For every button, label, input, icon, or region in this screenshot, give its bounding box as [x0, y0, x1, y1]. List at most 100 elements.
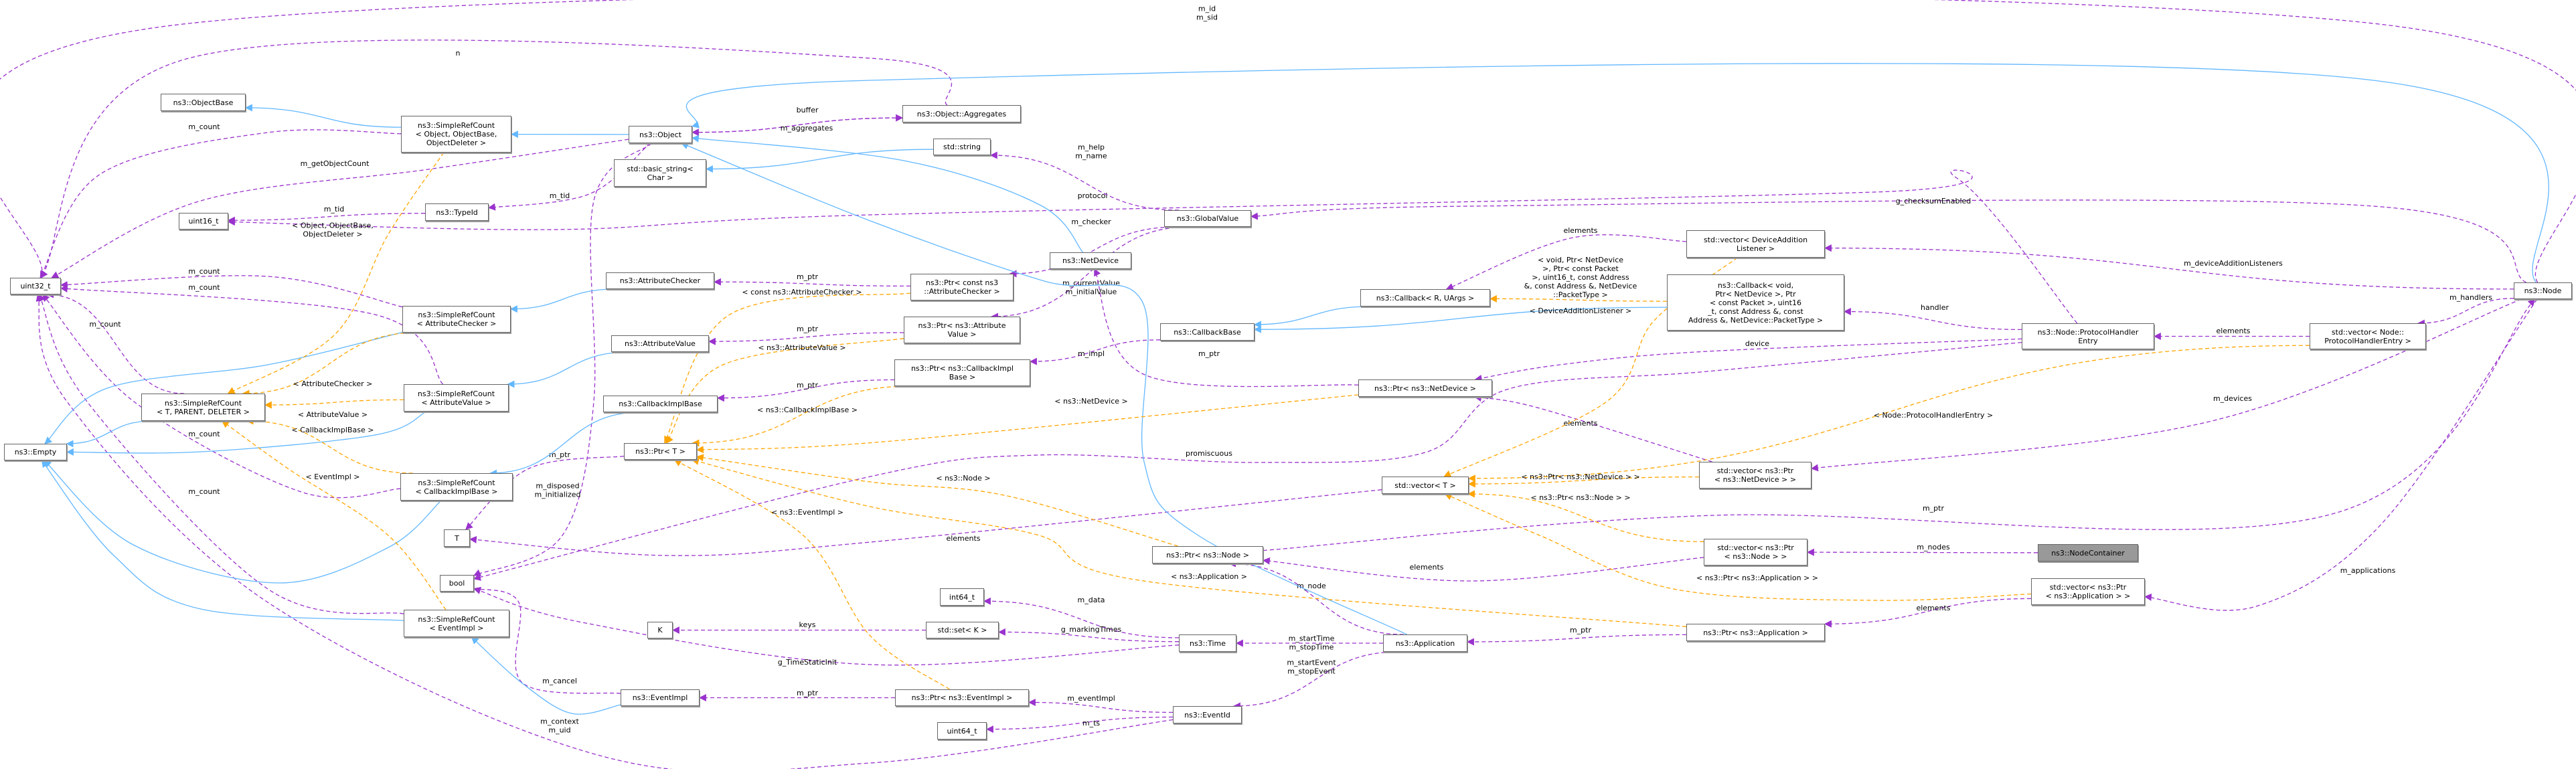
edge-usage-application-to-ptrNode: [1228, 560, 1404, 635]
edge-usage-srcEI-to-uint32: [38, 293, 404, 614]
edge-template-vecPApp-to-vecT: [1444, 493, 2032, 601]
class-node-K[interactable]: K: [647, 622, 673, 638]
edge-inheritance-srcObject-to-objectbase: [244, 104, 402, 128]
class-node-ptrND[interactable]: ns3::Ptr< ns3::NetDevice >: [1358, 379, 1492, 397]
edge-label: m_ptr: [1570, 626, 1592, 634]
edge-label: < CallbackImplBase >: [292, 426, 374, 434]
edge-label: m_count: [188, 283, 220, 292]
edge-template-callbackVoid-to-callbackR: [1489, 294, 1668, 303]
edge-label: m_ptr: [549, 450, 571, 459]
class-node-srcTPD[interactable]: ns3::SimpleRefCount < T, PARENT, DELETER…: [141, 394, 265, 421]
edge-label: < ns3::CallbackImplBase >: [757, 406, 858, 414]
class-node-vecPHE[interactable]: std::vector< Node:: ProtocolHandlerEntry…: [2310, 323, 2426, 349]
class-node-callbackR[interactable]: ns3::Callback< R, UArgs >: [1360, 289, 1490, 307]
class-node-empty[interactable]: ns3::Empty: [4, 444, 67, 460]
class-node-attrvalue[interactable]: ns3::AttributeValue: [611, 335, 709, 352]
edge-label: m_ptr: [797, 325, 819, 333]
class-node-ptrT[interactable]: ns3::Ptr< T >: [624, 443, 697, 460]
class-node-vecDAL[interactable]: std::vector< DeviceAddition Listener >: [1686, 230, 1825, 258]
edge-label: m_applications: [2340, 566, 2396, 575]
class-node-time[interactable]: ns3::Time: [1179, 634, 1236, 652]
class-node-ptrAV[interactable]: ns3::Ptr< ns3::Attribute Value >: [904, 317, 1020, 343]
edge-label: < AttributeChecker >: [293, 379, 373, 388]
edge-usage-node-to-vecPHE: [2417, 298, 2514, 327]
edge-usage-application-to-eventid: [1232, 651, 1399, 710]
class-node-srcAC[interactable]: ns3::SimpleRefCount < AttributeChecker >: [402, 306, 511, 333]
class-node-uint16[interactable]: uint16_t: [179, 213, 228, 230]
class-node-setK[interactable]: std::set< K >: [926, 622, 999, 638]
edge-inheritance-string-to-basicstring: [705, 149, 934, 173]
class-node-string[interactable]: std::string: [933, 139, 991, 155]
class-node-vecPND[interactable]: std::vector< ns3::Ptr < ns3::NetDevice >…: [1699, 462, 1812, 489]
edge-inheritance-node-to-object: [686, 63, 2549, 283]
class-node-globalvalue[interactable]: ns3::GlobalValue: [1164, 210, 1251, 227]
edge-template-ptrAC-to-ptrT: [664, 292, 911, 444]
class-node-callbackVoid[interactable]: ns3::Callback< void, Ptr< NetDevice >, P…: [1667, 274, 1844, 331]
edge-label: < void, Ptr< NetDevice>, Ptr< const Pack…: [1524, 256, 1637, 299]
class-node-srcEI[interactable]: ns3::SimpleRefCount < EventImpl >: [404, 610, 509, 637]
edge-usage-time-to-int64: [983, 597, 1180, 638]
edge-label: elements: [946, 534, 980, 543]
edge-label: m_count: [188, 430, 220, 438]
class-node-uint64[interactable]: uint64_t: [937, 722, 987, 740]
edge-label: < EventImpl >: [306, 473, 360, 481]
class-node-node[interactable]: ns3::Node: [2514, 282, 2572, 299]
class-node-uint32[interactable]: uint32_t: [10, 278, 61, 294]
edge-usage-object-to-aggregates: [692, 114, 904, 133]
class-node-aggregates[interactable]: ns3::Object::Aggregates: [902, 105, 1021, 122]
class-node-ptrAC[interactable]: ns3::Ptr< const ns3 ::AttributeChecker >: [910, 274, 1014, 301]
class-node-cib[interactable]: ns3::CallbackImplBase: [603, 396, 718, 412]
class-node-srcCIB[interactable]: ns3::SimpleRefCount < CallbackImplBase >: [400, 473, 513, 501]
edge-label: keys: [799, 620, 816, 629]
edge-usage-callbackbase-to-ptrCIB: [1029, 339, 1161, 365]
edge-usage-ptrAV-to-attrvalue: [708, 332, 904, 345]
edge-template-ptrCIB-to-ptrT: [692, 386, 911, 447]
class-node-application[interactable]: ns3::Application: [1383, 634, 1467, 652]
class-node-srcObject[interactable]: ns3::SimpleRefCount < Object, ObjectBase…: [401, 116, 511, 153]
edge-label: m_ptr: [1198, 349, 1220, 358]
class-node-ptrNode[interactable]: ns3::Ptr< ns3::Node >: [1152, 546, 1263, 564]
class-node-T[interactable]: T: [444, 529, 470, 547]
class-node-eventid[interactable]: ns3::EventId: [1173, 706, 1242, 723]
edge-usage-srcObject-to-uint32: [39, 129, 402, 278]
class-node-ptrCIB[interactable]: ns3::Ptr< ns3::CallbackImpl Base >: [894, 359, 1030, 386]
edge-usage-eventid-to-ptrEI: [1028, 698, 1174, 713]
class-node-object[interactable]: ns3::Object: [629, 126, 692, 143]
class-node-bool[interactable]: bool: [440, 575, 474, 592]
class-node-vecPNode[interactable]: std::vector< ns3::Ptr < ns3::Node > >: [1704, 539, 1807, 566]
class-node-phe[interactable]: ns3::Node::ProtocolHandler Entry: [2022, 323, 2154, 349]
class-node-netdevice[interactable]: ns3::NetDevice: [1050, 252, 1131, 269]
class-node-srcAV[interactable]: ns3::SimpleRefCount < AttributeValue >: [404, 384, 509, 412]
edge-usage-node-to-globalvalue: [1250, 199, 2526, 283]
class-node-callbackbase[interactable]: ns3::CallbackBase: [1160, 323, 1255, 341]
edge-label: m_nodes: [1917, 543, 1950, 551]
edge-label: < const ns3::AttributeChecker >: [742, 288, 862, 296]
class-node-vecPApp[interactable]: std::vector< ns3::Ptr < ns3::Application…: [2031, 578, 2145, 605]
edge-label: m_aggregates: [781, 124, 833, 133]
edge-label: handler: [1921, 303, 1949, 312]
class-node-typeid[interactable]: ns3::TypeId: [425, 203, 489, 221]
edge-usage-node-to-vecDAL: [1824, 244, 2514, 290]
class-node-int64[interactable]: int64_t: [940, 588, 984, 606]
edge-label: < ns3::Node >: [936, 474, 990, 483]
edge-inheritance-srcAV-to-empty: [66, 411, 426, 456]
edge-usage-phe-to-bool: [473, 341, 2022, 581]
class-node-vecT[interactable]: std::vector< T >: [1382, 477, 1469, 494]
class-node-nodecontainer[interactable]: ns3::NodeContainer: [2038, 544, 2138, 562]
edge-label: < ns3::NetDevice >: [1054, 397, 1127, 406]
edge-inheritance-srcTPD-to-empty: [66, 420, 152, 448]
edge-label: g_markingTimes: [1061, 625, 1122, 634]
class-node-basicstring[interactable]: std::basic_string< Char >: [614, 159, 706, 187]
class-node-eventimpl[interactable]: ns3::EventImpl: [621, 689, 700, 706]
edge-template-srcAV-to-srcTPD: [264, 399, 404, 409]
class-node-objectbase[interactable]: ns3::ObjectBase: [161, 94, 246, 111]
edge-label: m_ptr: [797, 381, 819, 390]
class-node-attrchecker[interactable]: ns3::AttributeChecker: [606, 272, 714, 289]
class-node-ptrEI[interactable]: ns3::Ptr< ns3::EventImpl >: [895, 689, 1029, 706]
edge-label: m_handlers: [2449, 293, 2492, 302]
class-node-ptrApp[interactable]: ns3::Ptr< ns3::Application >: [1686, 624, 1825, 641]
